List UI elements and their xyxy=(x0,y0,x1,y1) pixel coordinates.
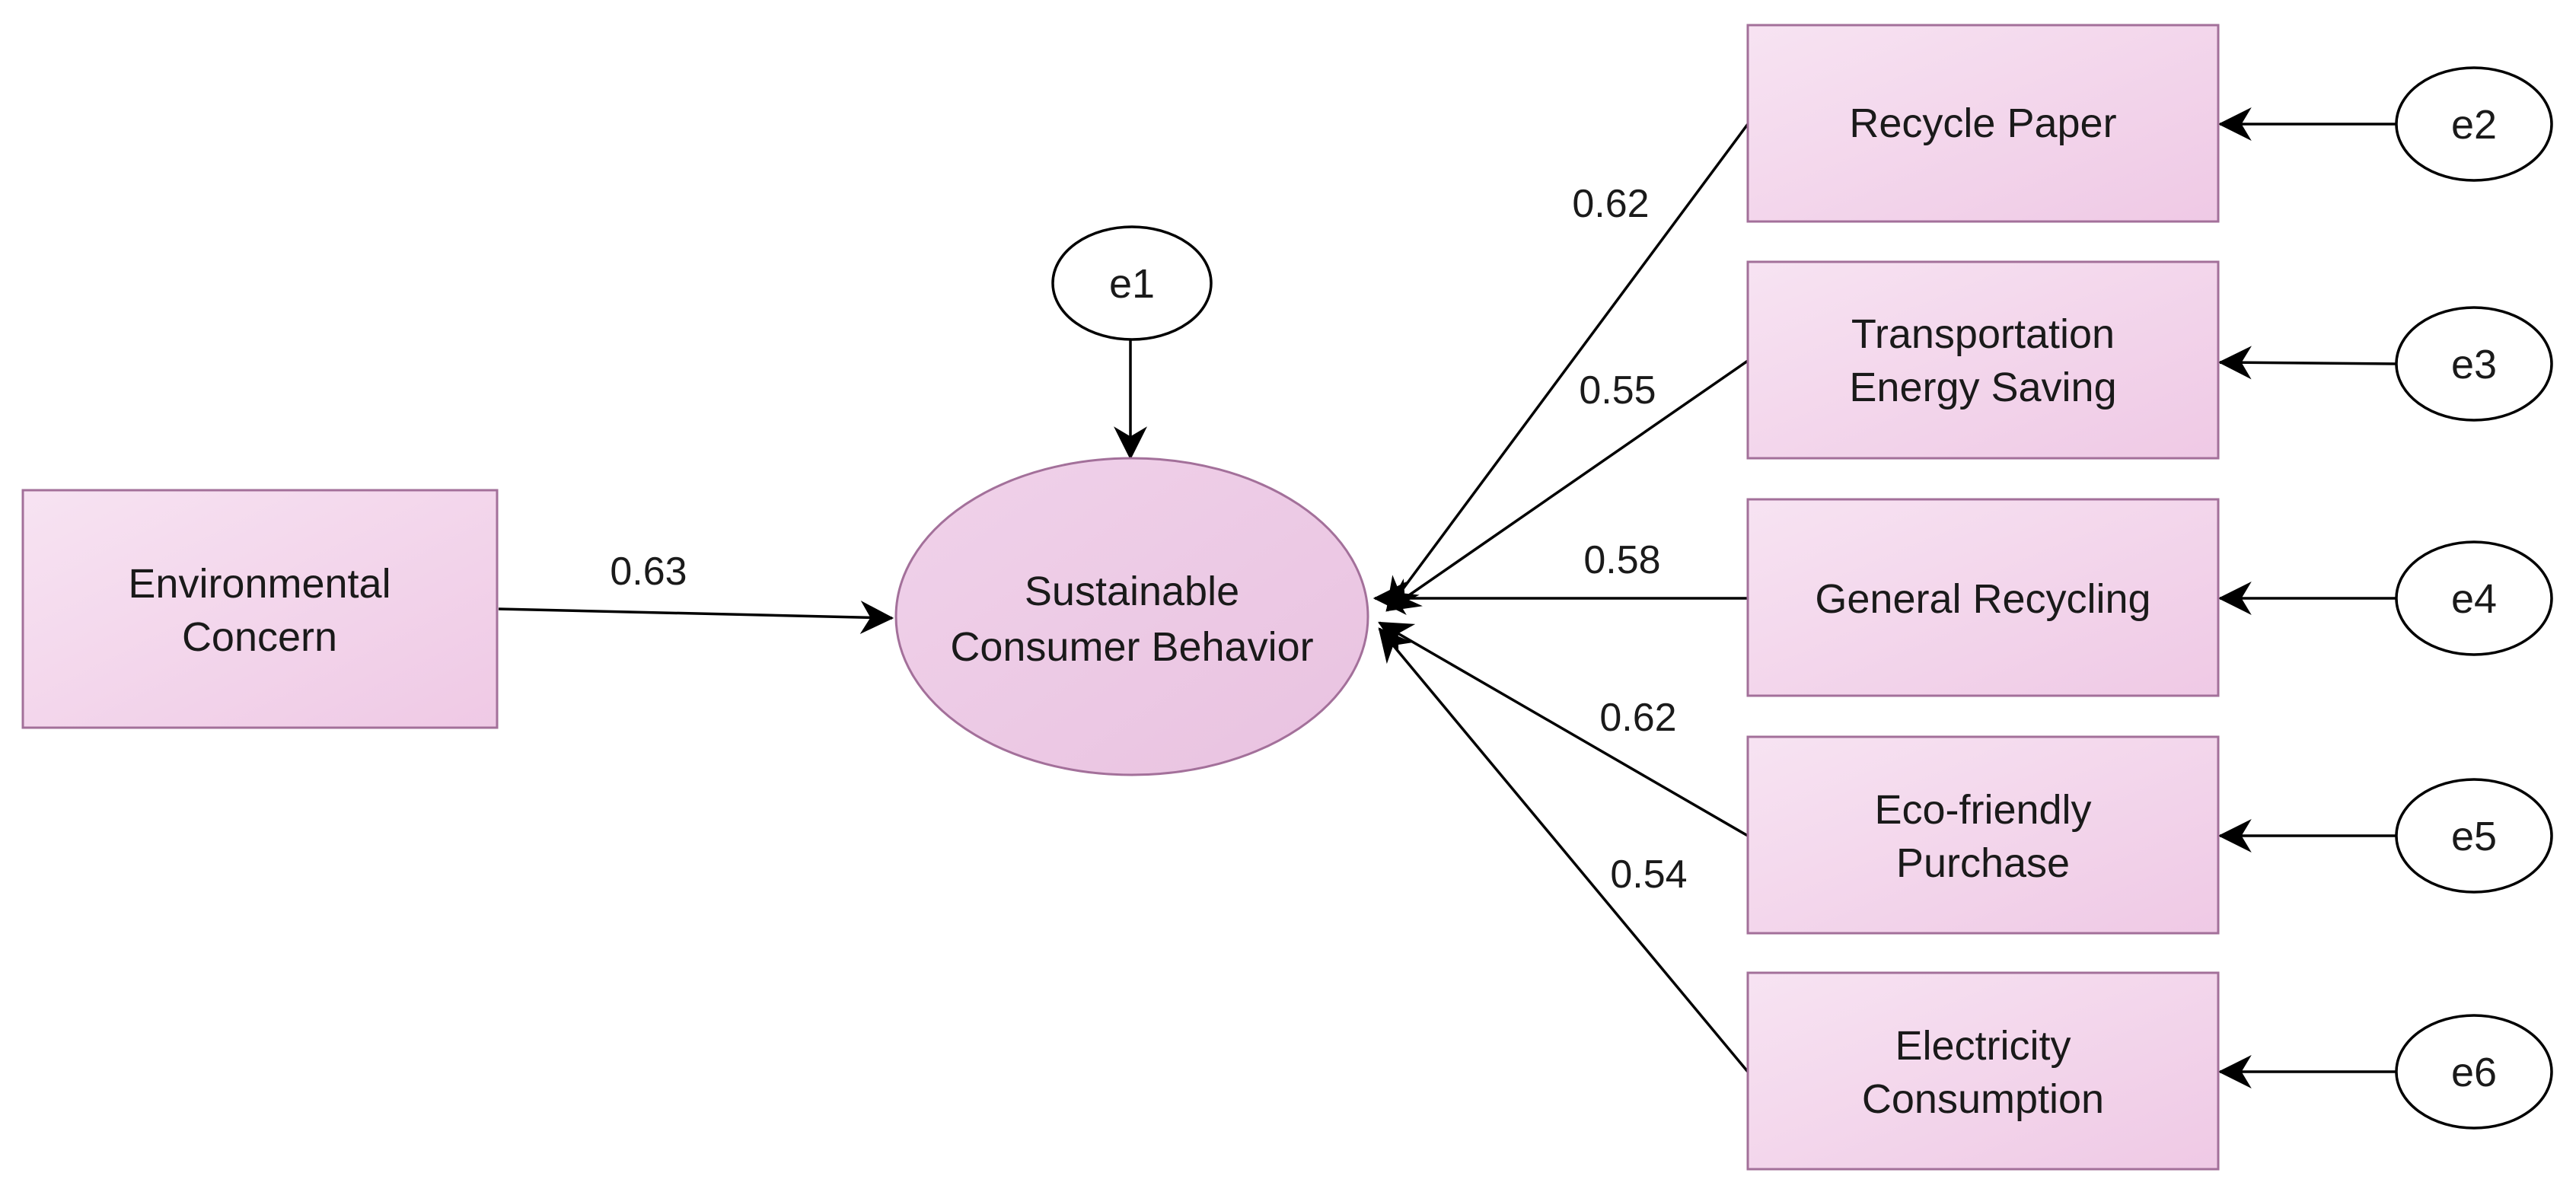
node-recycle-paper: Recycle Paper xyxy=(1746,24,2220,223)
edge-indicator-recycle-paper xyxy=(1385,123,1749,612)
node-label-line1: Environmental xyxy=(128,561,391,607)
error-label: e1 xyxy=(1109,261,1155,307)
node-label-line2: Consumption xyxy=(1862,1076,2104,1122)
coefficient-electricity: 0.54 xyxy=(1610,853,1687,897)
edges xyxy=(498,107,2397,1088)
node-sustainable-consumer-behavior: Sustainable Consumer Behavior xyxy=(894,457,1369,776)
edge-e3-to-indicator xyxy=(2217,346,2397,380)
coefficient-predictor: 0.63 xyxy=(610,550,687,594)
node-electricity-consumption: Electricity Consumption xyxy=(1746,971,2220,1171)
error-e5: e5 xyxy=(2395,778,2553,894)
node-label-line1: Sustainable xyxy=(1025,569,1239,614)
node-label-line2: Energy Saving xyxy=(1849,365,2116,410)
error-e1: e1 xyxy=(1051,225,1213,341)
node-label-line2: Consumer Behavior xyxy=(950,624,1313,670)
error-e3: e3 xyxy=(2395,306,2553,422)
node-eco-friendly-purchase: Eco-friendly Purchase xyxy=(1746,735,2220,935)
node-label-line2: Purchase xyxy=(1896,840,2070,886)
edge-indicator-electricity xyxy=(1378,627,1749,1073)
edge-indicator-transportation xyxy=(1385,359,1749,612)
error-e4: e4 xyxy=(2395,540,2553,656)
edge-predictor-to-outcome xyxy=(498,601,894,635)
node-label-line2: Concern xyxy=(182,614,337,660)
error-label: e6 xyxy=(2451,1050,2497,1095)
coefficient-general-recycling: 0.58 xyxy=(1583,538,1660,582)
node-label-line1: General Recycling xyxy=(1815,576,2150,622)
error-label: e4 xyxy=(2451,576,2497,622)
coefficient-recycle-paper: 0.62 xyxy=(1572,182,1649,226)
node-label-line1: Transportation xyxy=(1851,311,2115,357)
error-label: e5 xyxy=(2451,814,2497,859)
node-label-line1: Eco-friendly xyxy=(1874,787,2091,833)
coefficient-transportation: 0.55 xyxy=(1579,368,1656,413)
node-label-line1: Recycle Paper xyxy=(1849,100,2116,146)
node-environmental-concern: Environmental Concern xyxy=(21,489,499,729)
error-label: e3 xyxy=(2451,342,2497,387)
edge-indicator-eco-friendly xyxy=(1378,621,1749,837)
coefficient-eco-friendly: 0.62 xyxy=(1599,696,1676,740)
node-transportation-energy-saving: Transportation Energy Saving xyxy=(1746,260,2220,460)
error-label: e2 xyxy=(2451,102,2497,148)
error-e2: e2 xyxy=(2395,66,2553,182)
error-e6: e6 xyxy=(2395,1014,2553,1130)
node-label-line1: Electricity xyxy=(1895,1023,2071,1069)
node-general-recycling: General Recycling xyxy=(1746,498,2220,697)
